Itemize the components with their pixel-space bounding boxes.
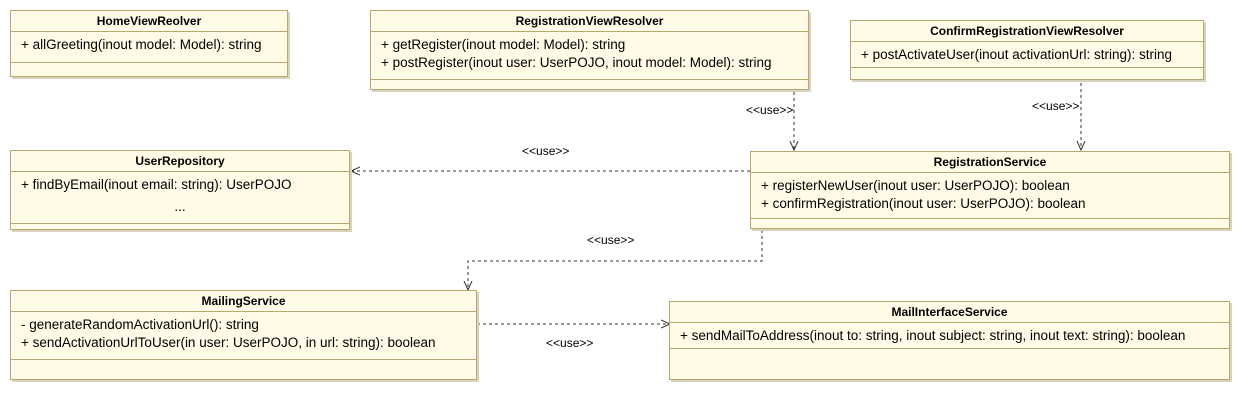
- class-registration-service[interactable]: RegistrationService + registerNewUser(in…: [750, 151, 1230, 229]
- class-mailing-service[interactable]: MailingService - generateRandomActivatio…: [10, 290, 477, 380]
- operations-compartment: - generateRandomActivationUrl(): string …: [11, 312, 476, 360]
- class-confirm-registration-view-resolver[interactable]: ConfirmRegistrationViewResolver + postAc…: [850, 20, 1204, 80]
- operation: + postRegister(inout user: UserPOJO, ino…: [381, 55, 772, 70]
- class-name: UserRepository: [11, 151, 349, 172]
- use-label-confirmview: <<use>>: [1032, 99, 1080, 113]
- use-label-userrepo: <<use>>: [522, 144, 570, 158]
- use-label-regview: <<use>>: [746, 103, 794, 117]
- operation: - generateRandomActivationUrl(): string: [21, 317, 259, 332]
- use-label-mailiface: <<use>>: [546, 336, 594, 350]
- operation: + sendActivationUrlToUser(in user: UserP…: [21, 335, 436, 350]
- class-name: MailInterfaceService: [670, 302, 1229, 323]
- operation: + confirmRegistration(inout user: UserPO…: [761, 196, 1086, 211]
- class-registration-view-resolver[interactable]: RegistrationViewResolver + getRegister(i…: [370, 10, 809, 90]
- operations-compartment: + sendMailToAddress(inout to: string, in…: [670, 323, 1229, 349]
- operation-ellipsis: ...: [174, 199, 186, 214]
- operations-compartment: + getRegister(inout model: Model): strin…: [371, 32, 808, 80]
- operation: + registerNewUser(inout user: UserPOJO):…: [761, 178, 1070, 193]
- operations-compartment: + postActivateUser(inout activationUrl: …: [851, 42, 1203, 68]
- class-user-repository[interactable]: UserRepository + findByEmail(inout email…: [10, 150, 350, 230]
- class-name: MailingService: [11, 291, 476, 312]
- class-name: RegistrationService: [751, 152, 1229, 173]
- class-name: ConfirmRegistrationViewResolver: [851, 21, 1203, 42]
- operation: + getRegister(inout model: Model): strin…: [381, 37, 626, 52]
- class-name: HomeViewReolver: [11, 11, 287, 32]
- operations-compartment: + findByEmail(inout email: string): User…: [11, 172, 349, 224]
- operation: + allGreeting(inout model: Model): strin…: [21, 37, 262, 52]
- use-label-mailing: <<use>>: [587, 233, 635, 247]
- class-home-view-resolver[interactable]: HomeViewReolver + allGreeting(inout mode…: [10, 10, 288, 77]
- operation: + postActivateUser(inout activationUrl: …: [861, 47, 1172, 62]
- class-mail-interface-service[interactable]: MailInterfaceService + sendMailToAddress…: [669, 301, 1230, 380]
- operation: + sendMailToAddress(inout to: string, in…: [680, 328, 1186, 343]
- operations-compartment: + allGreeting(inout model: Model): strin…: [11, 32, 287, 63]
- class-name: RegistrationViewResolver: [371, 11, 808, 32]
- operations-compartment: + registerNewUser(inout user: UserPOJO):…: [751, 173, 1229, 219]
- operation: + findByEmail(inout email: string): User…: [21, 177, 292, 192]
